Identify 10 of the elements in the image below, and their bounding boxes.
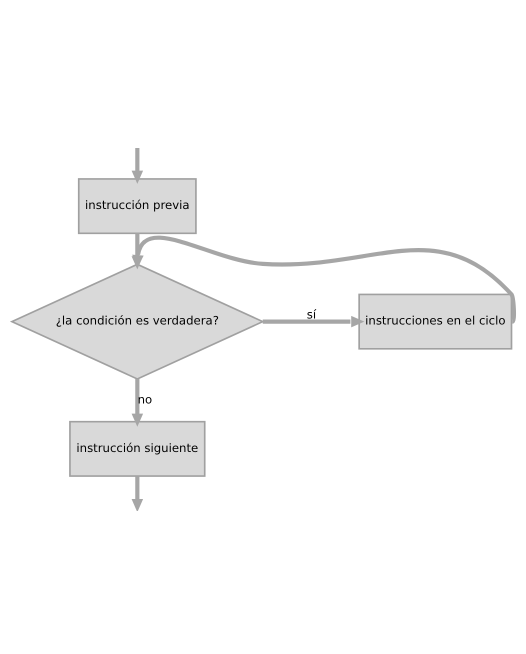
edge-label: no [138, 392, 152, 406]
node-box: instrucciones en el ciclo [358, 293, 512, 350]
arrow [132, 378, 144, 426]
node-box: instrucción siguiente [69, 420, 206, 476]
arrow [132, 148, 144, 184]
node-box: instrucción previa [78, 178, 197, 234]
arrow [262, 315, 364, 327]
node-diamond: ¿la condición es verdadera? [10, 262, 265, 380]
edge-label: sí [306, 306, 316, 321]
arrow [132, 476, 144, 510]
